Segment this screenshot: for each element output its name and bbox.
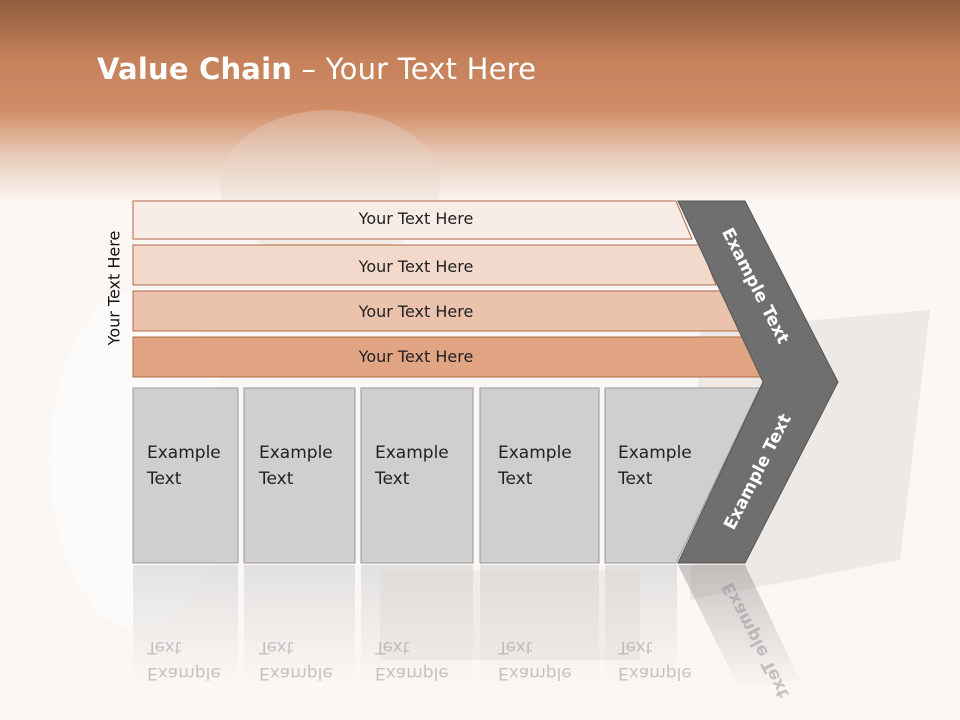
cell-1-box xyxy=(132,387,239,564)
cell-5-reflection xyxy=(605,565,677,685)
row-4-label: Your Text Here xyxy=(358,347,474,366)
row-3-label: Your Text Here xyxy=(358,302,474,321)
cell-4-box xyxy=(479,387,600,564)
row-1-band xyxy=(132,200,693,240)
chevron-arrow xyxy=(677,200,839,564)
cell-3-box xyxy=(360,387,474,564)
cell-5-box xyxy=(604,387,761,564)
cell-4-reflection xyxy=(480,565,599,685)
chevron-arrow-reflection xyxy=(678,565,800,690)
cell-2-reflection xyxy=(244,565,355,685)
row-2-label: Your Text Here xyxy=(358,257,474,276)
row-1-label: Your Text Here xyxy=(358,209,474,228)
title-banner xyxy=(0,0,960,200)
cell-3-reflection xyxy=(361,565,473,685)
cell-1-reflection xyxy=(133,565,238,685)
page-title: Value Chain – Your Text Here xyxy=(97,52,537,86)
cell-2-box xyxy=(243,387,356,564)
row-2-band xyxy=(132,244,717,286)
